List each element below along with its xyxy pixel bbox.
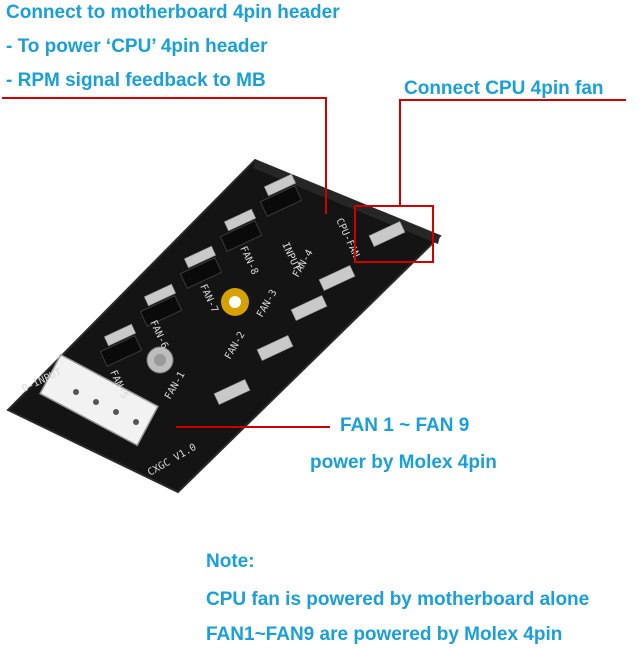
header-line-1: Connect to motherboard 4pin header <box>6 2 340 23</box>
header-line-2: - To power ‘CPU’ 4pin header <box>6 36 268 57</box>
fan-header-row-back <box>103 173 297 347</box>
cpu-fan-callout: Connect CPU 4pin fan <box>404 78 604 99</box>
cpu-fan-highlight-box <box>354 205 434 263</box>
leader-line-cpu-fan <box>399 99 626 206</box>
leader-line-header <box>2 97 327 214</box>
molex-connector <box>39 353 159 447</box>
fan-header-row-front <box>213 220 406 406</box>
leader-lines <box>2 97 626 428</box>
header-line-3: - RPM signal feedback to MB <box>6 70 266 91</box>
note-line-1: CPU fan is powered by motherboard alone <box>206 589 590 610</box>
molex-power-callout: power by Molex 4pin <box>310 452 497 473</box>
fan-range-callout: FAN 1 ~ FAN 9 <box>340 415 470 436</box>
note-line-2: FAN1~FAN9 are powered by Molex 4pin <box>206 624 563 645</box>
note-title: Note: <box>206 551 255 572</box>
